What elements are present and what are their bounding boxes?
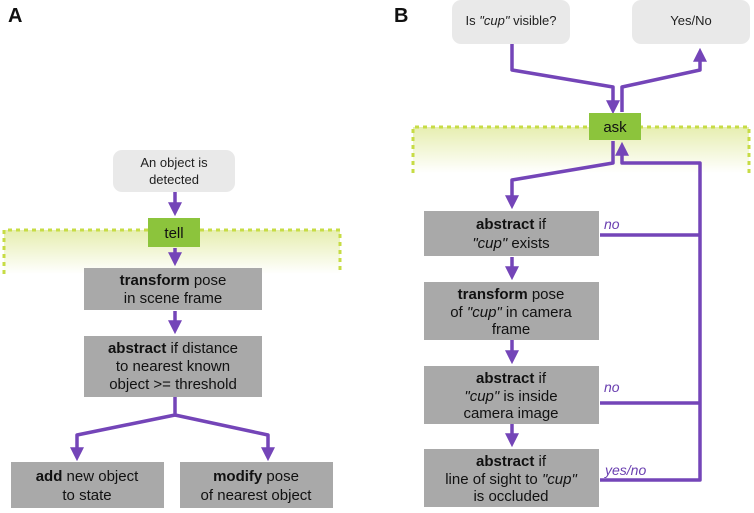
- panel-a-step-transform: transform pose in scene frame: [84, 268, 262, 310]
- panel-a-branch-add: add new object to state: [11, 462, 164, 508]
- svg-text:modify pose: modify pose: [213, 468, 299, 485]
- panel-a-label: A: [8, 5, 22, 27]
- panel-a-operation-box: tell: [148, 218, 200, 247]
- svg-text:"cup" exists: "cup" exists: [472, 235, 549, 252]
- svg-text:to nearest known: to nearest known: [116, 358, 230, 375]
- panel-b-boundary-band: [411, 125, 751, 173]
- panel-b-question-bubble: Is "cup" visible?: [452, 0, 570, 44]
- svg-text:camera image: camera image: [463, 405, 558, 422]
- panel-b-edge-label-1: no: [604, 216, 620, 232]
- svg-text:is occluded: is occluded: [473, 488, 548, 505]
- svg-text:add new object: add new object: [36, 468, 139, 485]
- svg-text:abstract if distance: abstract if distance: [108, 340, 238, 357]
- panel-b-edge-label-4: yes/no: [604, 462, 646, 478]
- panel-b-arrows: [505, 44, 707, 482]
- svg-text:line of sight to "cup": line of sight to "cup": [445, 471, 577, 488]
- panel-a-input-line1: An object is: [140, 155, 208, 170]
- svg-text:Is "cup" visible?: Is "cup" visible?: [466, 13, 557, 28]
- svg-text:"cup" is inside: "cup" is inside: [464, 388, 557, 405]
- panel-a-operation-label: tell: [164, 225, 183, 242]
- svg-text:object >= threshold: object >= threshold: [109, 376, 237, 393]
- panel-a-arrows: [70, 191, 275, 462]
- svg-text:transform pose: transform pose: [458, 286, 565, 303]
- svg-text:to state: to state: [62, 487, 111, 504]
- panel-b-answer-bubble: Yes/No: [632, 0, 750, 44]
- panel-b-operation-box: ask: [589, 113, 641, 140]
- panel-b-step-inside-image: abstract if "cup" is inside camera image: [424, 366, 599, 424]
- panel-a-step-abstract: abstract if distance to nearest known ob…: [84, 336, 262, 397]
- svg-text:Yes/No: Yes/No: [670, 13, 711, 28]
- panel-b-edge-label-3: no: [604, 379, 620, 395]
- panel-b-step-transform: transform pose of "cup" in camera frame: [424, 282, 599, 340]
- svg-text:abstract if: abstract if: [476, 216, 547, 233]
- svg-text:of nearest object: of nearest object: [201, 487, 313, 504]
- panel-b-operation-label: ask: [603, 119, 627, 136]
- svg-text:abstract if: abstract if: [476, 453, 547, 470]
- svg-text:transform pose: transform pose: [120, 272, 227, 289]
- panel-b-label: B: [394, 5, 408, 27]
- svg-text:frame: frame: [492, 321, 530, 338]
- panel-b-step-occluded: abstract if line of sight to "cup" is oc…: [424, 449, 599, 507]
- panel-b-step-exists: abstract if "cup" exists: [424, 211, 599, 256]
- panel-a-input-bubble: An object is detected: [113, 150, 235, 192]
- panel-a-input-line2: detected: [149, 172, 199, 187]
- svg-text:of "cup" in camera: of "cup" in camera: [450, 304, 572, 321]
- svg-text:abstract if: abstract if: [476, 370, 547, 387]
- panel-a-branch-modify: modify pose of nearest object: [180, 462, 333, 508]
- svg-text:in scene frame: in scene frame: [124, 290, 222, 307]
